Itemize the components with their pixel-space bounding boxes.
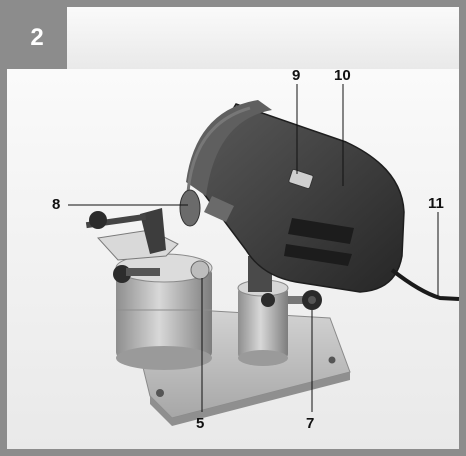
callout-5: 5: [196, 415, 205, 432]
power-cord: [390, 268, 460, 301]
motor-housing: [186, 100, 405, 293]
callout-11: 11: [428, 195, 444, 212]
figure-number-badge: 2: [7, 7, 67, 69]
grinding-wheel: [179, 189, 201, 227]
vise-support-cylinder: [115, 253, 213, 370]
pivot-column: [237, 256, 289, 366]
chain-vise: [85, 208, 179, 283]
callout-10: 10: [334, 67, 351, 84]
callout-7: 7: [306, 415, 315, 432]
callout-9: 9: [292, 67, 301, 84]
callout-leaders: [68, 84, 439, 412]
depth-adjust-knob: [288, 290, 322, 310]
callout-8: 8: [52, 196, 61, 213]
